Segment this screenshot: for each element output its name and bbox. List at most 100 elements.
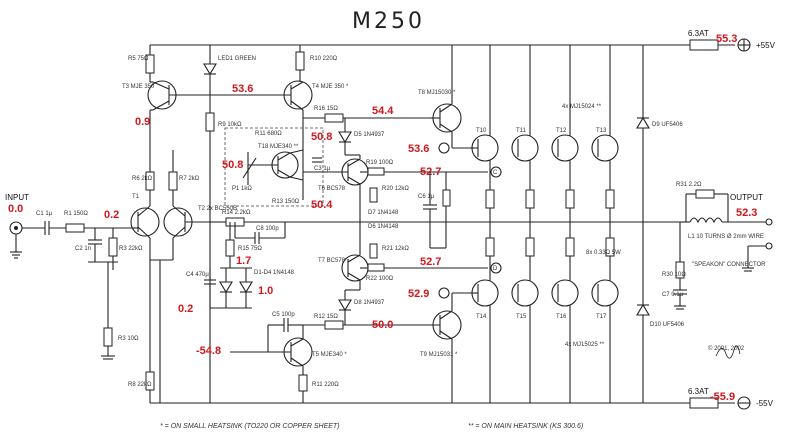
output-stage-top <box>470 45 619 222</box>
d7-label: D7 1N4148 <box>368 210 399 216</box>
resistor-r3 <box>103 327 113 347</box>
r10-label: R10 220Ω <box>310 56 338 62</box>
voltage-neg-rail: -55.9 <box>710 391 735 403</box>
resistor-r16 <box>324 113 344 123</box>
capacitor-c5 <box>267 318 303 352</box>
c5-label: C5 100p <box>272 312 295 318</box>
transistor-t1 <box>130 205 160 239</box>
node-b-icon <box>438 287 450 299</box>
negative-rail-label: -55V <box>756 399 774 408</box>
voltage-t3-base: 0.9 <box>135 116 150 128</box>
node-d-letter: D <box>493 266 498 272</box>
t7-label: T7 BC578 <box>318 258 346 264</box>
transistor-t3 <box>147 80 210 111</box>
r16-label: R16 15Ω <box>314 106 338 112</box>
capacitor-c4 <box>204 268 216 308</box>
voltage-zener-mid: 1.7 <box>236 255 251 267</box>
resistor-r2 <box>108 237 118 257</box>
t1-label: T1 <box>132 194 140 200</box>
d5-label: D5 1N4937 <box>354 132 385 138</box>
r1-label: R1 150Ω <box>64 211 88 217</box>
t11-label: T11 <box>516 128 527 134</box>
voltage-output: 52.3 <box>736 207 757 219</box>
d10-label: D10 UF5406 <box>650 322 685 328</box>
diode-d5 <box>338 118 352 155</box>
node-c-letter: C <box>493 170 498 176</box>
voltage-t4-base: 53.6 <box>232 83 253 95</box>
capacitor-c8 <box>234 222 286 244</box>
resistor-r19 <box>367 167 385 176</box>
d8-label: D8 1N4937 <box>354 300 385 306</box>
output-top-label: 4x MJ15024 ** <box>562 104 602 110</box>
node-d-icon <box>490 262 502 274</box>
d1-label: D1-D4 1N4148 <box>254 270 295 276</box>
r2-label: R3 22kΩ <box>119 246 143 252</box>
t4-label: T4 MJE 350 * <box>312 84 349 90</box>
inductor-l1 <box>680 217 766 224</box>
t8-label: T8 MJ15030 * <box>418 90 456 96</box>
t5-label: T5 MJE340 * <box>312 352 347 358</box>
capacitor-c6 <box>423 172 437 248</box>
fuse-negative-label: 6.3AT <box>688 387 709 396</box>
transistor-t5 <box>283 337 313 367</box>
speakon-label: "SPEAKON" CONNECTOR <box>692 262 766 268</box>
voltage-pos-rail: 55.3 <box>716 33 737 45</box>
voltage-t1-base: 0.2 <box>104 209 119 221</box>
resistor-r15 <box>225 239 235 257</box>
positive-rail <box>150 38 751 52</box>
r6-label: R6 2kΩ <box>132 176 153 182</box>
diode-d10 <box>636 222 650 403</box>
resistor-r11 <box>298 374 308 392</box>
voltage-bias-top: 50.8 <box>311 131 332 143</box>
node-a-icon <box>438 142 450 154</box>
output-label: OUTPUT <box>730 193 763 202</box>
t3-label: T3 MJE 350 <box>122 84 155 90</box>
r9-label: R9 10kΩ <box>218 122 242 128</box>
voltage-t5-emitter: 0.2 <box>178 303 193 315</box>
l1-label: L1 10 TURNS Ø 2mm WIRE <box>688 234 764 240</box>
t17-label: T17 <box>596 314 607 320</box>
voltage-node-d: 52.7 <box>420 256 441 268</box>
transistor-t7 <box>341 254 369 282</box>
capacitor-c3 <box>312 157 322 163</box>
d9-label: D9 UF5406 <box>652 122 683 128</box>
led-green <box>203 45 217 113</box>
fuse-negative <box>689 397 719 409</box>
negative-rail <box>150 396 751 410</box>
emitter-resistors-label: 8x 0.33Ω 5W <box>586 250 621 256</box>
node-c-icon <box>490 166 502 178</box>
r12-label: R12 15Ω <box>314 314 338 320</box>
t10-label: T10 <box>476 128 487 134</box>
resistor-r20 <box>369 187 378 203</box>
resistor-r9 <box>205 112 215 132</box>
c2-label: C2 1n <box>75 246 91 252</box>
voltage-node-c: 52.7 <box>420 166 441 178</box>
footnote-main-heatsink: ** = ON MAIN HEATSINK (KS 300.6) <box>468 423 583 430</box>
fuse-positive <box>689 39 719 51</box>
voltage-out-b: 52.9 <box>408 288 429 300</box>
r-bias-label: R11 680Ω <box>255 131 282 137</box>
r5-label: R5 75Ω <box>128 56 149 62</box>
output-ground-terminal-icon <box>765 242 773 250</box>
t2-label: T2 2x BC550B <box>198 206 237 212</box>
voltage-d5-top: 54.4 <box>372 105 394 117</box>
r3-label: R3 10Ω <box>118 336 139 342</box>
resistor-r12 <box>324 320 344 330</box>
t12-label: T12 <box>556 128 567 134</box>
t13-label: T13 <box>596 128 607 134</box>
r30-label: R30 10Ω <box>662 272 686 278</box>
voltage-bias-left: 50.8 <box>222 159 243 171</box>
copyright: © 2001, 2002 <box>708 345 745 352</box>
voltage-t9-emitter: 50.0 <box>372 319 393 331</box>
r11-label: R11 220Ω <box>312 382 339 388</box>
input-connector <box>9 221 45 259</box>
resistor-r21 <box>369 243 378 259</box>
r15-label: R15 75Ω <box>238 246 262 252</box>
t6-label: T6 BC578 <box>318 186 346 192</box>
signature-mark <box>715 345 741 359</box>
resistor-r22b <box>367 263 385 272</box>
t15-label: T15 <box>516 314 527 320</box>
led-label: LED1 GREEN <box>218 56 256 62</box>
fuse-positive-label: 6.3AT <box>688 29 709 38</box>
bias-heatsink-box <box>224 127 324 207</box>
